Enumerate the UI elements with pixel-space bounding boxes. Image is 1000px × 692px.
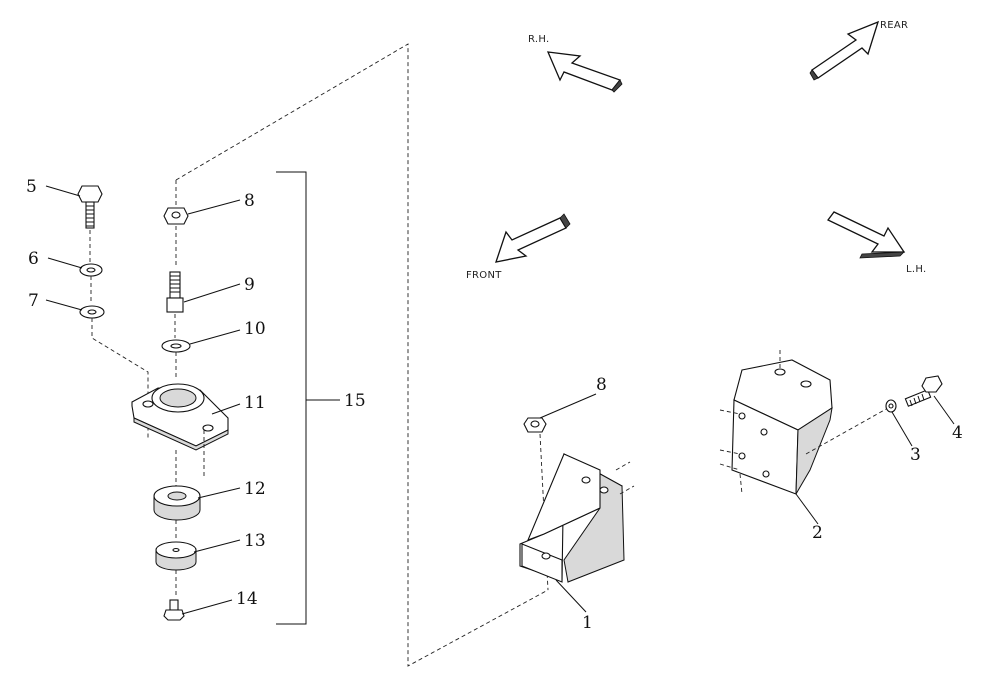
callout-11: 11 bbox=[244, 393, 266, 413]
dash-2-3 bbox=[805, 407, 889, 455]
leader-9 bbox=[183, 283, 241, 303]
leader-6 bbox=[47, 257, 83, 269]
part-10-washer bbox=[161, 339, 191, 353]
leader-5 bbox=[45, 185, 81, 197]
callout-8-right: 8 bbox=[596, 375, 607, 395]
leader-12 bbox=[197, 487, 241, 499]
part-12-rubber-mount bbox=[153, 485, 201, 521]
callout-6: 6 bbox=[28, 249, 39, 269]
part-8-nut-right bbox=[523, 417, 547, 433]
leader-14 bbox=[181, 599, 233, 615]
callout-13: 13 bbox=[244, 531, 266, 551]
callout-7: 7 bbox=[28, 291, 39, 311]
callout-8-left: 8 bbox=[244, 191, 255, 211]
part-11-mount-flange bbox=[131, 383, 229, 451]
arrow-rear: REAR bbox=[809, 20, 908, 81]
leader-10 bbox=[189, 329, 241, 345]
part-7-washer bbox=[79, 305, 105, 319]
label-rh: R.H. bbox=[528, 34, 550, 45]
callout-2: 2 bbox=[812, 523, 823, 543]
callout-4: 4 bbox=[952, 423, 963, 443]
leader-3 bbox=[891, 411, 913, 447]
part-6-lockwasher bbox=[79, 263, 103, 277]
label-lh: L.H. bbox=[906, 264, 926, 275]
leader-13 bbox=[193, 539, 241, 553]
leader-7 bbox=[45, 299, 83, 311]
arrow-lh: L.H. bbox=[827, 211, 926, 275]
part-5-bolt bbox=[77, 185, 103, 229]
leader-1 bbox=[555, 579, 587, 613]
part-13-spacer bbox=[155, 541, 197, 571]
leader-2 bbox=[795, 493, 819, 525]
dash-1-holes bbox=[615, 461, 635, 495]
part-2-bracket bbox=[719, 350, 833, 495]
callout-5: 5 bbox=[26, 177, 37, 197]
callout-12: 12 bbox=[244, 479, 266, 499]
part-3-washer bbox=[885, 399, 897, 413]
part-14-bolt bbox=[163, 599, 185, 621]
arrow-front: FRONT bbox=[466, 213, 571, 281]
label-front: FRONT bbox=[466, 270, 502, 281]
callout-3: 3 bbox=[910, 445, 921, 465]
part-1-bracket bbox=[519, 453, 635, 583]
part-8-nut-left bbox=[163, 207, 189, 225]
label-rear: REAR bbox=[880, 20, 908, 31]
assembly-15-bracket bbox=[276, 171, 307, 625]
callout-1: 1 bbox=[582, 613, 593, 633]
leader-8-left bbox=[187, 199, 241, 215]
part-9-stud bbox=[166, 271, 184, 313]
leader-8-right bbox=[539, 393, 597, 419]
dash-2-holes bbox=[719, 350, 781, 495]
callout-14: 14 bbox=[236, 589, 258, 609]
callout-15: 15 bbox=[344, 391, 366, 411]
leader-11 bbox=[211, 403, 241, 415]
leader-4 bbox=[933, 395, 955, 425]
connection-dashed-line bbox=[175, 43, 549, 667]
arrow-rh: R.H. bbox=[528, 34, 623, 93]
part-4-bolt bbox=[904, 375, 943, 407]
callout-9: 9 bbox=[244, 275, 255, 295]
callout-10: 10 bbox=[244, 319, 266, 339]
